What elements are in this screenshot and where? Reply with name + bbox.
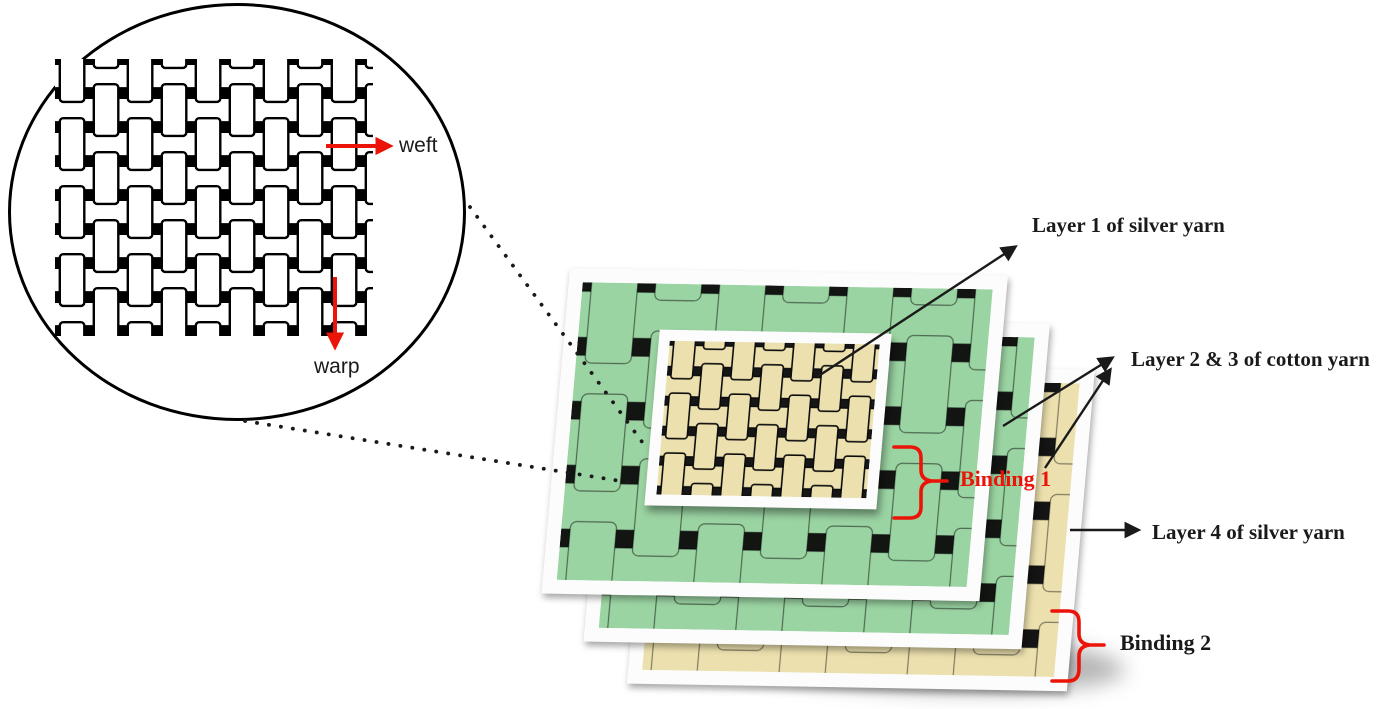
binding1-label: Binding 1 bbox=[960, 466, 1052, 491]
silver-weave-layer1 bbox=[656, 340, 880, 499]
layer4-label: Layer 4 of silver yarn bbox=[1152, 520, 1345, 544]
layer1-label: Layer 1 of silver yarn bbox=[1032, 213, 1225, 237]
magnified-weave-circle bbox=[8, 3, 466, 421]
weft-label: weft bbox=[399, 134, 438, 157]
binding2-label: Binding 2 bbox=[1120, 630, 1212, 655]
layer23-label: Layer 2 & 3 of cotton yarn bbox=[1131, 347, 1370, 371]
warp-label: warp bbox=[314, 355, 360, 378]
silver-layer1-panel bbox=[644, 329, 892, 510]
plain-weave-pattern bbox=[55, 59, 373, 336]
cotton-layer2-sheet bbox=[541, 268, 1008, 602]
